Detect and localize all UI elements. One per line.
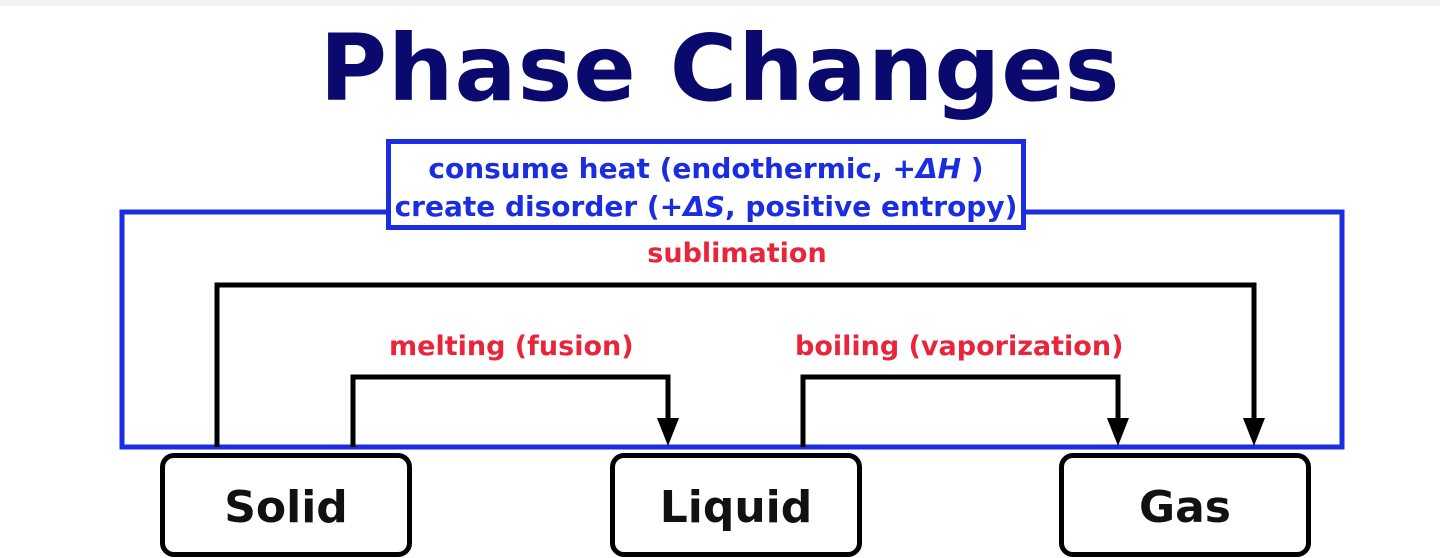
page-title: Phase Changes bbox=[319, 15, 1121, 122]
melting-arrowhead bbox=[657, 418, 679, 446]
endothermic-bracket bbox=[119, 209, 1345, 450]
delta-h-symbol: ΔH bbox=[915, 152, 962, 185]
boiling-label: boiling (vaporization) bbox=[795, 331, 1124, 362]
boiling-arrowhead bbox=[1107, 418, 1129, 446]
disorder-text-end: , positive entropy) bbox=[725, 190, 1018, 223]
heat-text: consume heat (endothermic, + bbox=[428, 152, 916, 185]
disorder-text: create disorder (+ bbox=[394, 190, 684, 223]
top-strip bbox=[0, 0, 1440, 6]
melting-arrow bbox=[350, 374, 671, 447]
gas-box: Gas bbox=[1059, 453, 1311, 557]
melting-label: melting (fusion) bbox=[389, 331, 634, 362]
sublimation-arrow bbox=[214, 282, 1257, 447]
sublimation-arrowhead bbox=[1243, 418, 1265, 446]
endothermic-line-heat: consume heat (endothermic, +ΔH ) bbox=[391, 150, 1021, 188]
heat-text-end: ) bbox=[961, 152, 984, 185]
delta-s-symbol: ΔS bbox=[683, 190, 726, 223]
endothermic-box: consume heat (endothermic, +ΔH ) create … bbox=[386, 139, 1026, 230]
sublimation-label: sublimation bbox=[647, 238, 827, 269]
solid-box: Solid bbox=[160, 453, 412, 557]
liquid-box: Liquid bbox=[610, 453, 862, 557]
boiling-arrow bbox=[800, 374, 1121, 447]
endothermic-line-disorder: create disorder (+ΔS, positive entropy) bbox=[391, 188, 1021, 226]
